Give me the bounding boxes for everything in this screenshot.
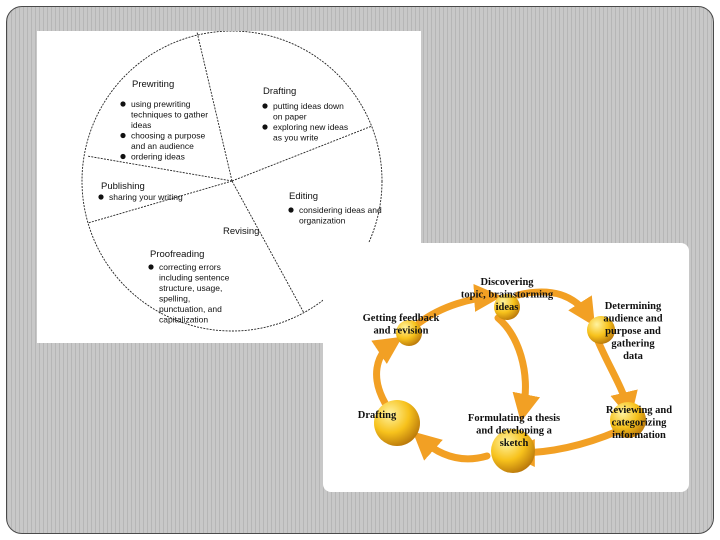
cycle-node-ball-discovering: [494, 294, 520, 320]
cycle-arrow: [514, 288, 596, 327]
pie-bullet-text: exploring new ideas: [273, 122, 348, 132]
pie-divider-top: [196, 31, 233, 182]
bullet-icon: [120, 132, 126, 139]
pie-bullet-text: capitalization: [159, 315, 208, 325]
cycle-label-line: Determining: [605, 301, 662, 312]
pie-bullet-text: punctuation, and: [159, 304, 222, 314]
cycle-label-line: categorizing: [612, 418, 668, 429]
cycle-node-ball-feedback: [396, 320, 422, 346]
cycle-label-line: topic, brainstorming: [461, 290, 554, 301]
pie-bullet-text: considering ideas and: [299, 205, 382, 215]
cycle-arrow: [412, 431, 491, 463]
cycle-label-line: Getting feedback: [363, 313, 440, 324]
cycle-label-formulating: Formulating a thesis and developing asket…: [468, 413, 560, 449]
cycle-label-feedback: Getting feedback and revision: [363, 313, 440, 337]
cycle-arrow: [494, 314, 541, 422]
pie-section-title: Editing: [289, 191, 318, 202]
cycle-label-line: audience and: [603, 314, 662, 325]
pie-bullet-text: ideas: [131, 120, 151, 130]
cycle-label-line: data: [623, 351, 644, 362]
pie-divider-right: [231, 125, 373, 182]
cycle-label-line: Drafting: [358, 410, 397, 421]
pie-bullet-text: using prewriting: [131, 99, 191, 109]
pie-bullet-text: and an audience: [131, 141, 194, 151]
pie-divider-left-upper: [86, 155, 233, 182]
pie-divider-left: [87, 180, 233, 224]
cycle-label-drafting: Drafting: [358, 410, 397, 421]
bullet-icon: [120, 153, 126, 160]
pie-bullet-text: correcting errors: [159, 262, 221, 272]
pie-bullet-text: sharing your writing: [109, 192, 183, 202]
pie-bullet-text: on paper: [273, 112, 307, 122]
cycle-label-line: sketch: [500, 438, 529, 449]
cycle-label-line: Discovering: [480, 277, 534, 288]
cycle-label-line: Reviewing and: [606, 405, 672, 416]
cycle-label-line: Formulating a thesis: [468, 413, 560, 424]
cycle-label-line: information: [612, 430, 666, 441]
cycle-label-line: gathering: [611, 339, 655, 350]
pie-bullet-text: including sentence: [159, 273, 230, 283]
cycle-label-line: ideas: [496, 302, 519, 313]
bullet-icon: [262, 103, 268, 109]
pie-bullet-text: spelling,: [159, 294, 190, 304]
pie-bullet-text: putting ideas down: [273, 101, 344, 111]
pie-bullet-text: as you write: [273, 133, 319, 143]
cycle-label-line: and developing a: [476, 426, 553, 437]
bullet-icon: [120, 101, 126, 107]
cycle-node-ball-drafting: [374, 400, 420, 446]
pie-bullet-text: ordering ideas: [131, 152, 185, 162]
pie-section-title: Prewriting: [132, 79, 174, 90]
cycle-arrow: [371, 336, 403, 407]
pie-bullet-text: structure, usage,: [159, 283, 222, 293]
bullet-icon: [98, 194, 104, 200]
cycle-label-line: purpose and: [605, 326, 661, 337]
pie-section-title: Drafting: [263, 86, 296, 97]
cycle-label-line: and revision: [374, 326, 429, 337]
bullet-icon: [288, 207, 294, 213]
pie-bullet-text: organization: [299, 216, 346, 226]
pie-section-title: Publishing: [101, 181, 145, 192]
pie-bullet-text: techniques to gather: [131, 110, 208, 120]
pie-section-revising: Revising: [223, 226, 259, 237]
pie-bullet-text: choosing a purpose: [131, 131, 205, 141]
pie-divider-bottom: [231, 180, 305, 314]
bullet-icon: [148, 264, 154, 270]
pie-outline: [81, 31, 383, 332]
cycle-arrow: [415, 283, 503, 327]
pie-section-title: Proofreading: [150, 249, 204, 260]
bullet-icon: [262, 124, 268, 130]
cycle-node-ball-formulating: [491, 429, 535, 473]
cycle-node-ball-reviewing: [610, 402, 646, 438]
pie-section-title: Revising: [223, 226, 259, 237]
cycle-node-ball-determining: [587, 316, 615, 344]
